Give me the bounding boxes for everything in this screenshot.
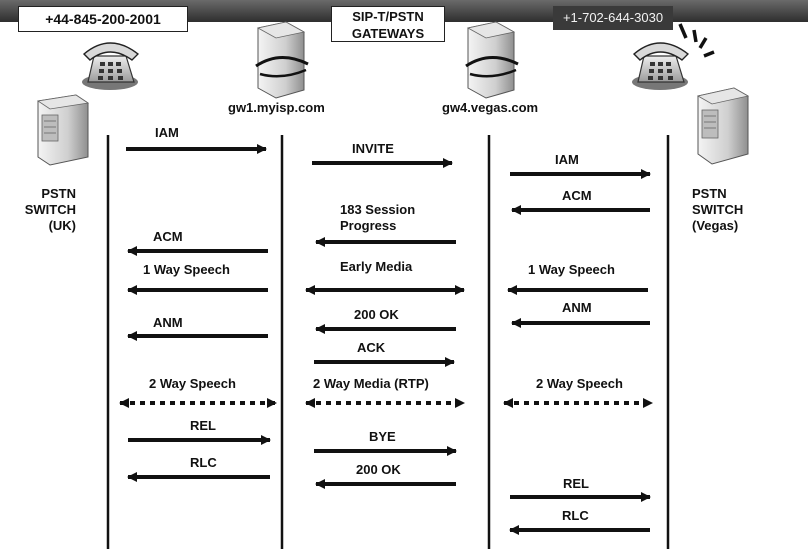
msg-rlc-vegas: RLC (562, 508, 589, 523)
gateways-title-line2: GATEWAYS (351, 26, 425, 41)
msg-anm-vegas: ANM (562, 300, 592, 315)
msg-rel-uk: REL (190, 418, 216, 433)
msg-two-way-media: 2 Way Media (RTP) (313, 376, 429, 391)
server-icon (255, 21, 309, 99)
msg-two-way-uk: 2 Way Speech (149, 376, 236, 391)
msg-two-way-vegas: 2 Way Speech (536, 376, 623, 391)
gateways-title: SIP-T/PSTN GATEWAYS (331, 6, 445, 42)
msg-iam-vegas: IAM (555, 152, 579, 167)
pstn-switch-uk-label: PSTN SWITCH (UK) (18, 186, 76, 234)
server-icon (36, 94, 90, 166)
msg-session-progress-2: Progress (340, 218, 397, 233)
ringing-telephone-icon (632, 23, 715, 90)
msg-bye: BYE (369, 429, 396, 444)
switch-uk-line3: (UK) (48, 218, 76, 233)
switch-vegas-line1: PSTN (692, 186, 727, 201)
msg-invite: INVITE (352, 141, 394, 156)
msg-iam-uk: IAM (155, 125, 179, 140)
telephone-icon (82, 42, 140, 90)
gateways-title-line1: SIP-T/PSTN (352, 9, 424, 24)
msg-ack: ACK (357, 340, 386, 355)
gw4-label: gw4.vegas.com (442, 100, 539, 115)
switch-uk-line2: SWITCH (24, 202, 76, 217)
switch-vegas-line3: (Vegas) (692, 218, 739, 233)
msg-anm-uk: ANM (153, 315, 183, 330)
msg-acm-vegas: ACM (562, 188, 592, 203)
vegas-phone-number: +1-702-644-3030 (553, 6, 673, 30)
msg-one-way-uk: 1 Way Speech (143, 262, 230, 277)
uk-phone-number: +44-845-200-2001 (18, 6, 188, 32)
msg-rel-vegas: REL (563, 476, 589, 491)
msg-acm-uk: ACM (153, 229, 183, 244)
msg-200-ok: 200 OK (354, 307, 399, 322)
server-icon (465, 21, 519, 99)
gw1-label: gw1.myisp.com (228, 100, 325, 115)
msg-session-progress-1: 183 Session (340, 202, 416, 217)
msg-one-way-vegas: 1 Way Speech (528, 262, 615, 277)
pstn-switch-vegas-label: PSTN SWITCH (Vegas) (692, 186, 762, 234)
switch-uk-line1: PSTN (41, 186, 76, 201)
server-icon (696, 87, 750, 165)
msg-early-media: Early Media (340, 259, 413, 274)
switch-vegas-line2: SWITCH (692, 202, 744, 217)
msg-rlc-uk: RLC (190, 455, 217, 470)
msg-200-ok-bye: 200 OK (356, 462, 401, 477)
